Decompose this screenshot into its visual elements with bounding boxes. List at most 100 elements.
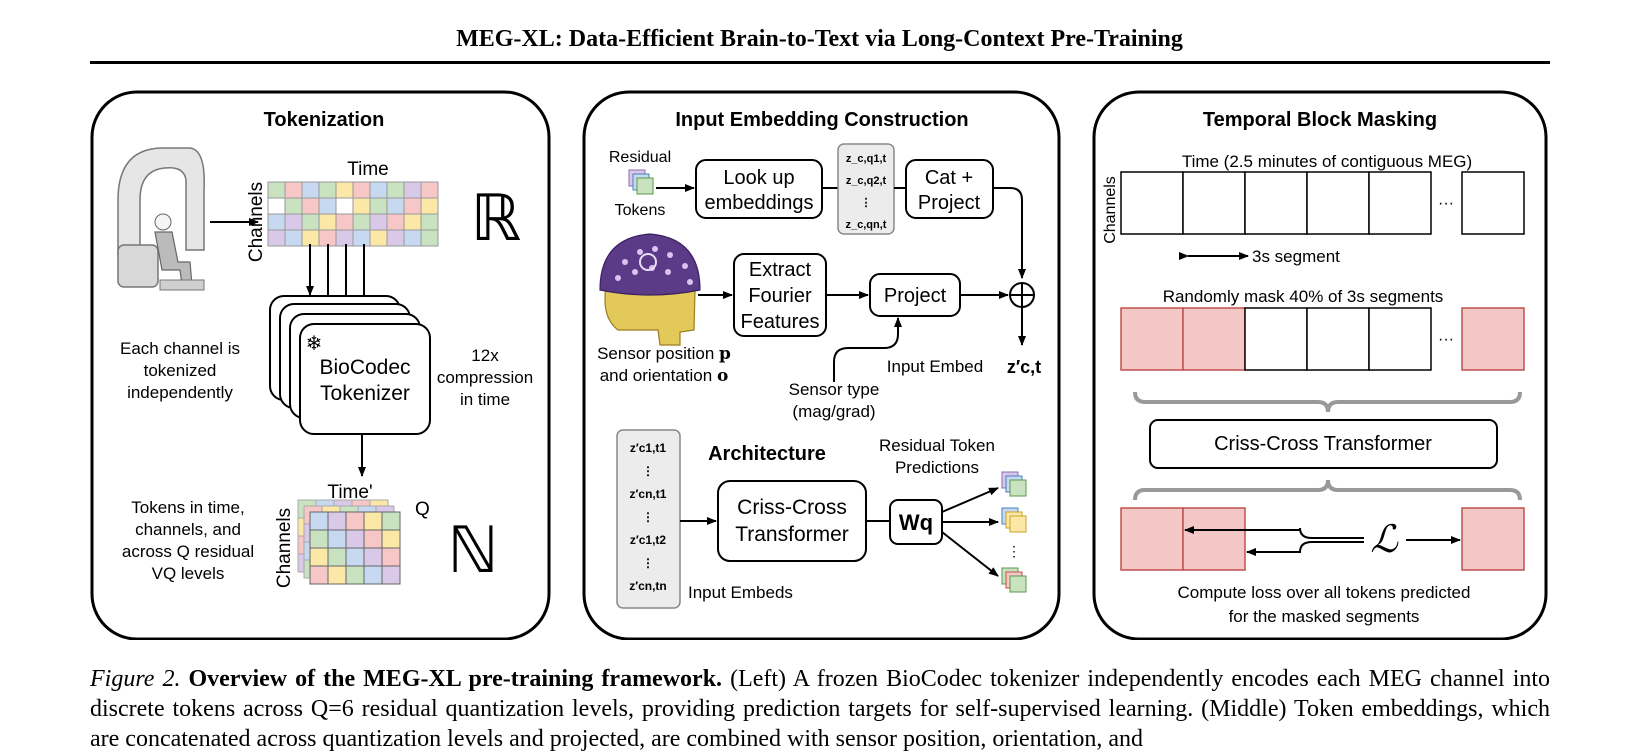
token-grid-cell bbox=[381, 529, 401, 549]
raw-grid-cell bbox=[352, 213, 371, 231]
grid-channels-label: Channels bbox=[246, 182, 267, 262]
segment-masked bbox=[1182, 307, 1246, 371]
z-embedding-entry: z_c,qn,t bbox=[846, 219, 887, 231]
z-embedding-entry: z_c,q1,t bbox=[846, 153, 887, 165]
compression-line1: 12x bbox=[471, 346, 499, 365]
segment-row-masked: ··· bbox=[1120, 307, 1525, 371]
segment-unmasked bbox=[1306, 307, 1370, 371]
z-embedding-entries: z_c,q1,tz_c,q2,t⋮z_c,qn,t bbox=[846, 153, 887, 231]
embedding-frame bbox=[582, 90, 1061, 640]
loss-segment-3 bbox=[1461, 507, 1525, 571]
segment-masked bbox=[1461, 307, 1525, 371]
segment-ellipsis: ··· bbox=[1438, 195, 1454, 212]
paper-title: MEG-XL: Data-Efficient Brain-to-Text via… bbox=[456, 26, 1183, 52]
residual-label: Residual bbox=[609, 149, 671, 166]
tokenizer-label-line2: Tokenizer bbox=[320, 382, 410, 405]
token-grid-cell bbox=[345, 565, 365, 585]
sensor-position-label: Sensor position p bbox=[597, 344, 731, 364]
tokens-desc-line2: channels, and bbox=[135, 520, 241, 539]
raw-grid-cell bbox=[318, 229, 337, 247]
input-embed-entry: z′c1,t2 bbox=[630, 533, 667, 547]
segment-ellipsis: ··· bbox=[1438, 331, 1454, 348]
raw-grid-cell bbox=[403, 181, 422, 199]
raw-grid-cell bbox=[335, 213, 354, 231]
raw-grid-cell bbox=[284, 213, 303, 231]
token-grid-cell bbox=[309, 529, 329, 549]
lookup-line1: Look up bbox=[723, 167, 794, 189]
z-prime-label: z′c,t bbox=[1007, 357, 1041, 377]
raw-grid-cell bbox=[301, 181, 320, 199]
raw-grid-cell bbox=[318, 197, 337, 215]
natural-numbers-symbol: ℕ bbox=[447, 514, 498, 586]
input-embeds-column bbox=[616, 429, 681, 609]
wq-label: Wq bbox=[899, 510, 933, 535]
segment-unmasked bbox=[1368, 307, 1432, 371]
figure-label: Figure 2. bbox=[90, 666, 181, 692]
raw-grid-cell bbox=[420, 229, 439, 247]
fourier-line3: Features bbox=[741, 311, 820, 333]
z-embedding-entry: z_c,q2,t bbox=[846, 175, 887, 187]
loss-line1: Compute loss over all tokens predicted bbox=[1178, 583, 1471, 602]
segment-unmasked bbox=[1182, 171, 1246, 235]
raw-grid-cell bbox=[386, 181, 405, 199]
masking-transformer-box bbox=[1149, 419, 1498, 469]
raw-grid-cell bbox=[369, 213, 388, 231]
residual-token-stack-icon bbox=[628, 169, 654, 195]
raw-grid-cell bbox=[403, 197, 422, 215]
meg-scanner-illustration bbox=[117, 147, 205, 291]
loss-symbol: ℒ bbox=[1370, 519, 1399, 561]
raw-grid-cell bbox=[267, 229, 286, 247]
each-channel-line2: tokenized bbox=[144, 361, 217, 380]
segment-unmasked bbox=[1368, 171, 1432, 235]
masking-time-label: Time (2.5 minutes of contiguous MEG) bbox=[1182, 152, 1472, 171]
lookup-line2: embeddings bbox=[705, 192, 814, 214]
sensor-type-line2: (mag/grad) bbox=[792, 402, 875, 421]
criss-cross-transformer-box bbox=[717, 480, 867, 562]
token-grid-cell bbox=[381, 565, 401, 585]
sensor-head-illustration bbox=[599, 233, 701, 346]
residual-tokens-label: Tokens bbox=[615, 202, 666, 219]
token-grid-cell bbox=[327, 511, 347, 531]
tokens-desc-line4: VQ levels bbox=[152, 564, 225, 583]
raw-grid-cell bbox=[284, 197, 303, 215]
embedding-panel: Input Embedding Construction Residual To… bbox=[582, 90, 1061, 640]
real-numbers-symbol: ℝ bbox=[471, 182, 522, 254]
input-embed-entry: ⋮ bbox=[642, 556, 654, 570]
raw-grid-cell bbox=[403, 229, 422, 247]
input-embed-entry: z′cn,t1 bbox=[630, 487, 667, 501]
input-embeds-entries: z′c1,t1⋮z′cn,t1⋮z′c1,t2⋮z′cn,tn bbox=[629, 441, 667, 593]
each-channel-line3: independently bbox=[127, 383, 233, 402]
token-grid-cell bbox=[327, 565, 347, 585]
raw-grid-cell bbox=[352, 181, 371, 199]
biocodec-tokenizer-box bbox=[299, 323, 431, 435]
input-embed-entry: z′c1,t1 bbox=[630, 441, 667, 455]
caption-text-1: (Left) A frozen BioCodec tokenizer indep… bbox=[730, 666, 1423, 692]
compression-line3: in time bbox=[460, 390, 510, 409]
segment-label: 3s segment bbox=[1252, 247, 1340, 266]
token-grid-cell bbox=[327, 547, 347, 567]
arrow-loss-to-seg1 bbox=[1184, 526, 1364, 539]
token-grid-cell bbox=[345, 511, 365, 531]
input-embed-entry: z′cn,tn bbox=[629, 579, 667, 593]
tokens-desc-line1: Tokens in time, bbox=[131, 498, 244, 517]
prediction-token-icon-2 bbox=[1001, 507, 1027, 533]
predictions-line1: Residual Token bbox=[879, 436, 995, 455]
raw-grid-cell bbox=[335, 181, 354, 199]
raw-grid-cell bbox=[267, 197, 286, 215]
raw-grid-cell bbox=[420, 197, 439, 215]
figure-caption: Figure 2. Overview of the MEG-XL pre-tra… bbox=[90, 664, 1550, 754]
transformer-line1: Criss-Cross bbox=[737, 496, 847, 519]
sensor-orientation-label: and orientation o bbox=[600, 366, 729, 386]
segment-unmasked bbox=[1244, 307, 1308, 371]
raw-signal-grid bbox=[267, 181, 439, 247]
token-grid-cell bbox=[309, 565, 329, 585]
token-grid-cell bbox=[327, 529, 347, 549]
caption-title: Overview of the MEG-XL pre-training fram… bbox=[188, 666, 723, 692]
raw-grid-cell bbox=[386, 213, 405, 231]
raw-grid-cell bbox=[386, 197, 405, 215]
raw-grid-cell bbox=[369, 229, 388, 247]
input-embed-entry: ⋮ bbox=[642, 510, 654, 524]
input-embed-label: Input Embed bbox=[887, 357, 983, 376]
tokenization-panel: Tokenization Time Channels ℝ ❄ BioCodec … bbox=[90, 90, 551, 640]
loss-segment-2 bbox=[1182, 507, 1246, 571]
